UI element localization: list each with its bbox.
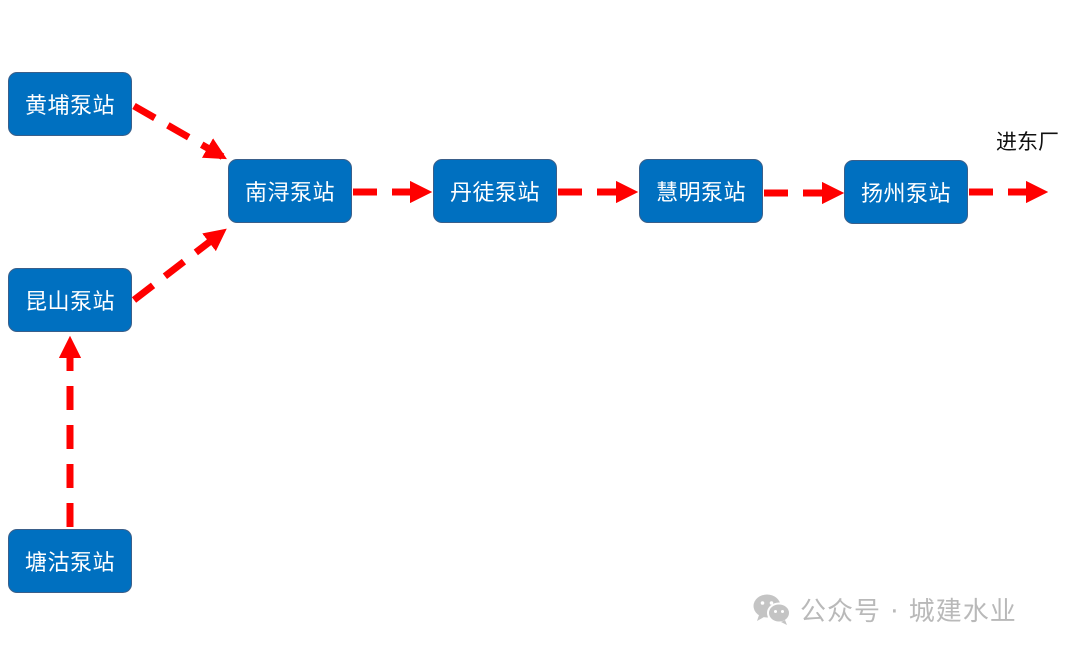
node-yangzhou-pump-station: 扬州泵站	[844, 160, 968, 224]
node-huangpu-pump-station: 黄埔泵站	[8, 72, 132, 136]
node-kunshan-pump-station: 昆山泵站	[8, 268, 132, 332]
watermark-text: 公众号 · 城建水业	[800, 596, 1017, 627]
wechat-icon	[752, 592, 792, 626]
node-nanxun-pump-station: 南浔泵站	[228, 159, 352, 223]
node-dantu-pump-station: 丹徒泵站	[433, 159, 557, 223]
watermark: 公众号 · 城建水业	[752, 588, 1017, 630]
arrow-huangpu-to-nanxun	[132, 102, 227, 162]
node-huiming-pump-station: 慧明泵站	[639, 159, 763, 223]
node-tanggu-pump-station: 塘沽泵站	[8, 529, 132, 593]
outlet-label: 进东厂	[996, 130, 1059, 154]
arrow-kunshan-to-nanxun	[131, 227, 228, 303]
